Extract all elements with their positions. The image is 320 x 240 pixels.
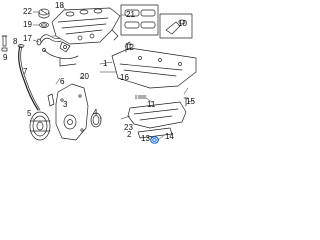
parts-diagram: 1 2 3 4 5 6 7 8 9 10 11 12 13 14 15 16 1… [0,0,200,147]
callout-15: 15 [186,97,195,106]
callout-8: 8 [13,37,18,46]
upper-oil-pan-part[interactable] [111,41,197,89]
leader-lines [31,5,195,141]
bolt-part[interactable] [1,35,8,52]
dipstick-part[interactable] [42,48,79,67]
lower-oil-pan-part[interactable] [127,101,187,139]
callout-21: 21 [126,10,135,19]
crankshaft-pulley-part[interactable] [29,111,51,141]
callout-12: 12 [125,43,134,52]
callout-2: 2 [127,130,132,139]
gasket-set-part[interactable] [120,4,159,36]
oil-filler-cap-part[interactable] [38,8,50,19]
timing-cover-part[interactable] [55,83,89,141]
intake-manifold-part[interactable] [51,7,121,45]
small-gasket-part[interactable] [47,93,55,107]
callout-7: 7 [23,67,28,76]
callout-22: 22 [23,7,32,16]
callout-11: 11 [147,100,156,109]
callout-14: 14 [165,132,174,141]
callout-17: 17 [23,34,32,43]
sensor-part[interactable] [159,13,193,39]
callout-13: 13 [141,134,150,143]
callout-23: 23 [124,123,133,132]
callout-5: 5 [27,109,32,118]
callout-9: 9 [3,53,8,62]
callout-6: 6 [60,77,65,86]
callout-10: 10 [178,19,187,28]
parts-diagram-drawing [1,4,197,144]
callout-18: 18 [55,1,64,10]
front-seal-part[interactable] [90,112,102,128]
callout-1: 1 [103,59,108,68]
callout-19: 19 [23,20,32,29]
filler-seal-part[interactable] [39,22,49,28]
pan-bolts-part[interactable] [127,43,189,107]
hose-clip-part[interactable] [59,41,71,53]
callout-3: 3 [63,100,68,109]
vent-tube-part[interactable] [36,34,62,46]
callout-4: 4 [93,108,98,117]
dipstick-tube-part[interactable] [17,44,41,111]
callout-20: 20 [80,72,89,81]
callout-16: 16 [120,73,129,82]
